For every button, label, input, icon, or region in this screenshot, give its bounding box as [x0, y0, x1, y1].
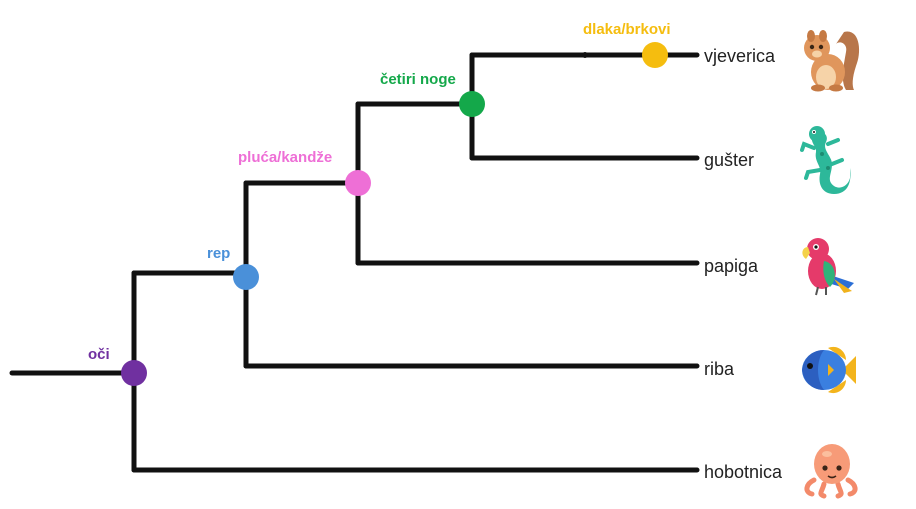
- trait-labels: oči rep pluća/kandže četiri noge dlaka/b…: [88, 21, 671, 363]
- node-pluca: [345, 170, 371, 196]
- node-noge: [459, 91, 485, 117]
- trait-label-pluca: pluća/kandže: [238, 149, 332, 166]
- taxon-label-hobotnica: hobotnica: [704, 462, 783, 482]
- trait-label-noge: četiri noge: [380, 71, 456, 88]
- taxon-label-papiga: papiga: [704, 256, 759, 276]
- taxon-label-vjeverica: vjeverica: [704, 46, 776, 66]
- trait-nodes: [121, 42, 668, 386]
- tree-branches: [9, 52, 700, 473]
- fish-icon: [802, 346, 856, 394]
- node-dlaka: [642, 42, 668, 68]
- trait-label-dlaka: dlaka/brkovi: [583, 21, 671, 38]
- trait-label-rep: rep: [207, 245, 230, 262]
- branch-tick: [582, 52, 588, 58]
- taxon-label-riba: riba: [704, 359, 735, 379]
- node-oci: [121, 360, 147, 386]
- lizard-icon: [800, 126, 851, 194]
- taxon-labels: vjeverica gušter papiga riba hobotnica: [704, 46, 783, 482]
- node-rep: [233, 264, 259, 290]
- trait-label-oci: oči: [88, 346, 110, 363]
- octopus-icon: [804, 444, 858, 499]
- squirrel-icon: [804, 30, 860, 92]
- taxon-label-guster: gušter: [704, 150, 754, 170]
- parrot-icon: [802, 238, 854, 296]
